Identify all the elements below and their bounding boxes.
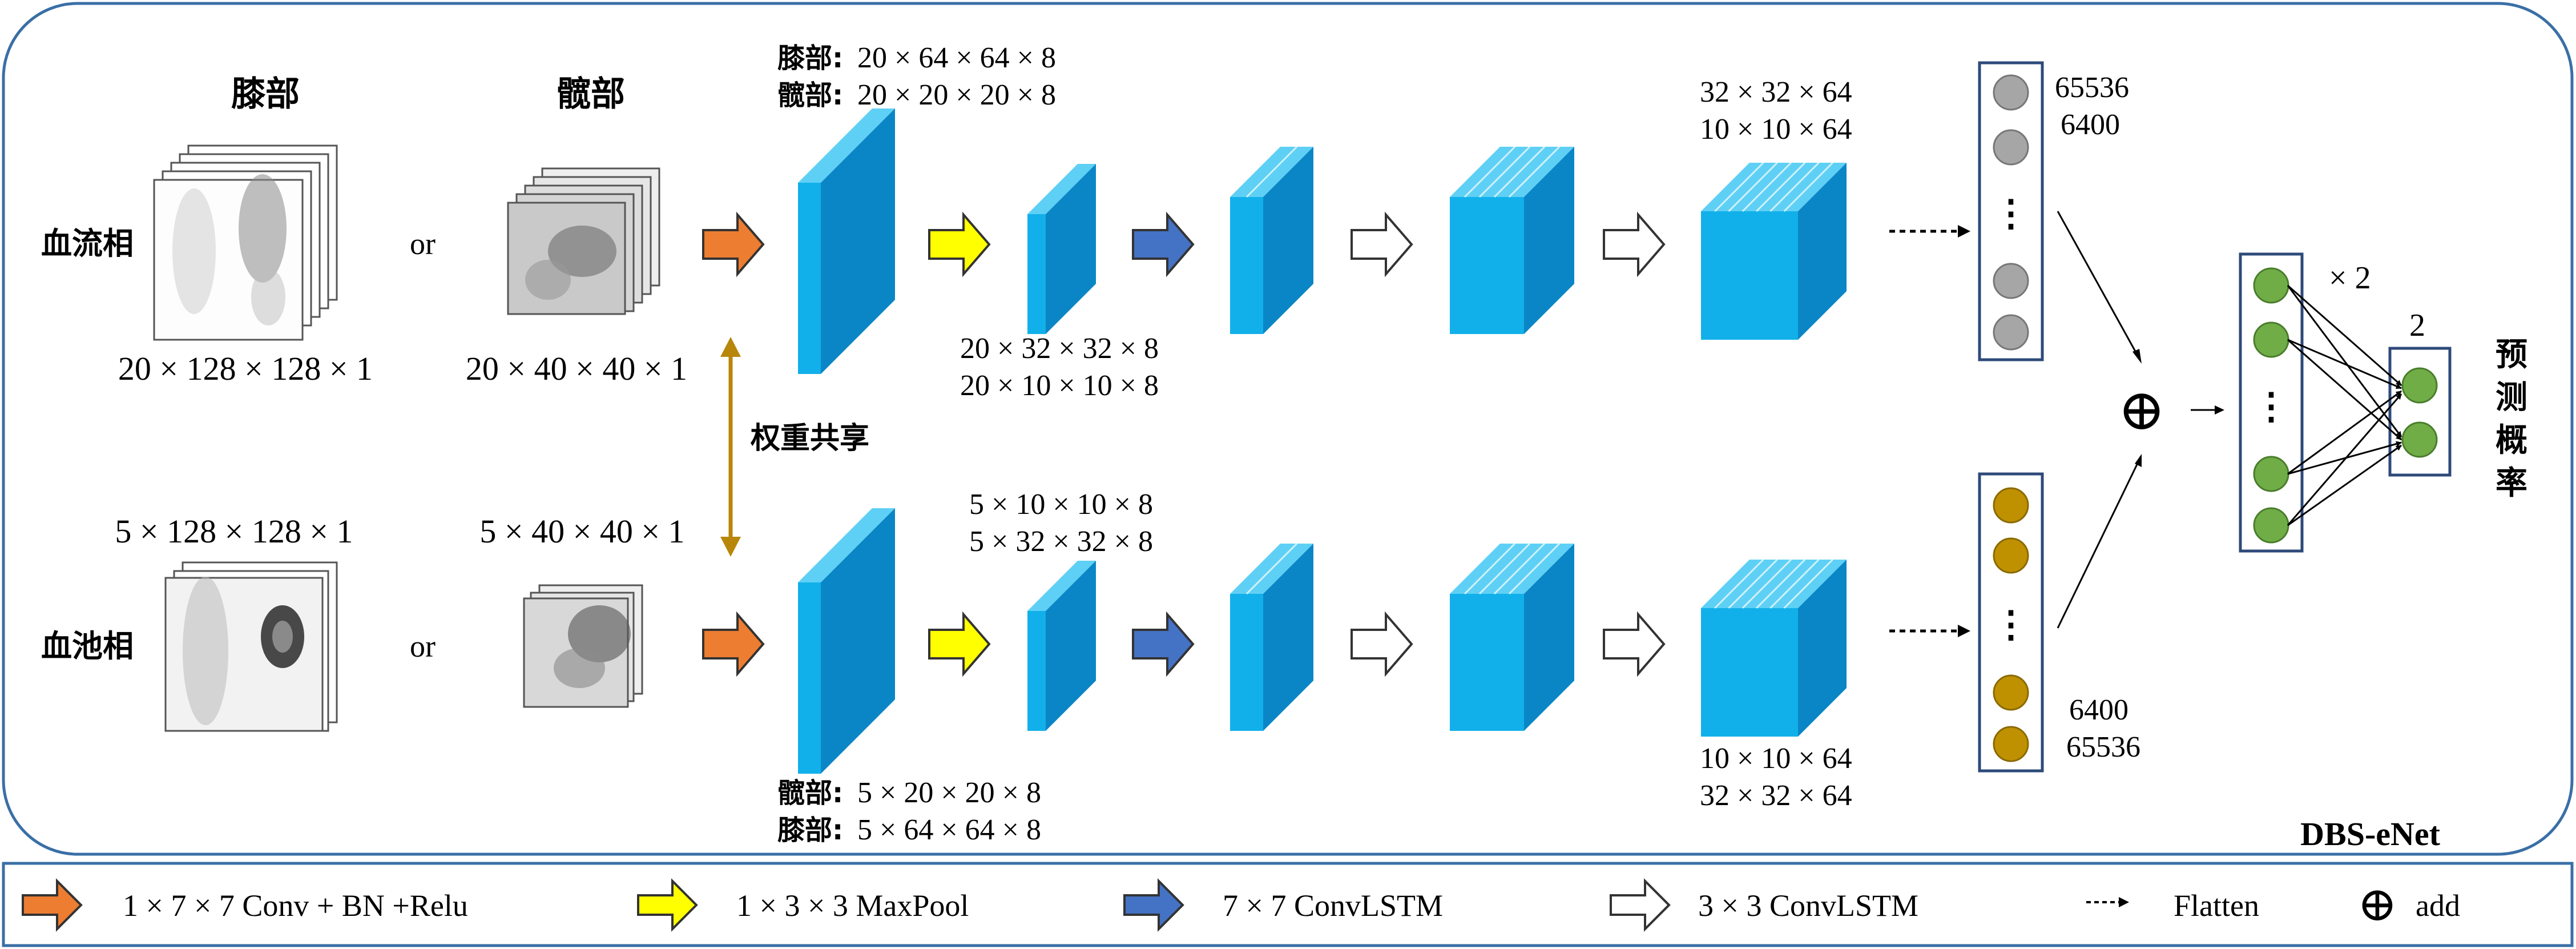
legend-flatten-label: Flatten bbox=[2174, 888, 2259, 923]
upper-convlstm3-arrow-2 bbox=[1603, 211, 1666, 278]
legend-conv-label: 1 × 7 × 7 Conv + BN +Relu bbox=[123, 888, 468, 923]
upper-pool-shape-2: 20 × 10 × 10 × 8 bbox=[960, 369, 1159, 402]
upper-conv-knee-shape: 20 × 64 × 64 × 8 bbox=[857, 42, 1056, 74]
lower-pool-block bbox=[1027, 561, 1096, 731]
upper-conv-block bbox=[798, 108, 895, 374]
or-text-bottom: or bbox=[410, 629, 436, 664]
lower-convlstm3-arrow-2 bbox=[1603, 611, 1666, 677]
lower-conv-knee-shape: 5 × 64 × 64 × 8 bbox=[857, 814, 1041, 846]
output-label-char: 预 bbox=[2496, 336, 2527, 373]
legend-frame bbox=[2, 862, 2574, 947]
pool-hip-shape: 5 × 40 × 40 × 1 bbox=[479, 513, 684, 550]
add-to-dense-arrowhead bbox=[2215, 405, 2224, 415]
upper-vector-dots: ⋮ bbox=[1993, 193, 2029, 234]
main-frame bbox=[2, 2, 2574, 856]
hip-header: 髋部 bbox=[557, 74, 625, 114]
legend-conv-arrow bbox=[22, 878, 83, 932]
lower-maxpool-arrow bbox=[928, 611, 991, 677]
lower-flat-2: 65536 bbox=[2066, 731, 2140, 763]
upper-conv-hip-prefix: 髋部: bbox=[777, 79, 843, 111]
svg-text:预测概率: 预测概率 bbox=[2496, 336, 2527, 502]
legend-convlstm3-label: 3 × 3 ConvLSTM bbox=[1698, 888, 1918, 923]
upper-convlstm3-arrow-1 bbox=[1351, 211, 1413, 278]
lower-pool-shape-1: 5 × 10 × 10 × 8 bbox=[969, 488, 1153, 521]
output-count: 2 bbox=[2409, 308, 2425, 343]
legend-maxpool-arrow bbox=[637, 878, 698, 932]
pool-hip-image-stack bbox=[523, 584, 643, 708]
lower-convlstm3-block-1 bbox=[1450, 542, 1574, 731]
upper-pool-shape-1: 20 × 32 × 32 × 8 bbox=[960, 332, 1159, 365]
legend-add-label: add bbox=[2416, 888, 2460, 923]
knee-header: 膝部 bbox=[231, 74, 300, 114]
upper-flatten-vector bbox=[1978, 61, 2044, 361]
legend-convlstm7-arrow bbox=[1123, 878, 1184, 932]
lower-conv-knee-prefix: 膝部: bbox=[777, 814, 843, 846]
legend-flatten-arrow bbox=[2086, 897, 2129, 907]
legend-maxpool-label: 1 × 3 × 3 MaxPool bbox=[736, 888, 969, 923]
dense-times-two: × 2 bbox=[2329, 260, 2371, 296]
upper-maxpool-arrow bbox=[928, 211, 991, 278]
lower-conv-block bbox=[798, 508, 895, 774]
lower-flatten-arrow bbox=[1889, 625, 1970, 637]
pool-knee-shape: 5 × 128 × 128 × 1 bbox=[115, 513, 353, 550]
legend-convlstm3-arrow bbox=[1610, 878, 1671, 932]
upper-flatten-arrow bbox=[1889, 225, 1970, 238]
upper-to-add-arrowhead bbox=[2132, 349, 2142, 364]
weight-share-arrow bbox=[720, 337, 741, 557]
flow-hip-image-stack bbox=[507, 167, 660, 315]
dense-output-connections bbox=[2287, 284, 2402, 526]
add-node: ⊕ bbox=[2118, 379, 2166, 442]
lower-pool-shape-2: 5 × 32 × 32 × 8 bbox=[969, 525, 1153, 558]
lower-convlstm3-block-2 bbox=[1701, 558, 1847, 737]
network-title: DBS-eNet bbox=[2300, 815, 2441, 853]
weight-share-label: 权重共享 bbox=[750, 421, 869, 456]
lower-flatten-vector bbox=[1978, 472, 2044, 773]
upper-lstm-shape-1: 32 × 32 × 64 bbox=[1700, 76, 1852, 108]
lower-vector-dots: ⋮ bbox=[1993, 604, 2029, 645]
upper-pool-block bbox=[1027, 164, 1096, 334]
flow-knee-image-stack bbox=[153, 144, 338, 341]
upper-lstm-shape-2: 10 × 10 × 64 bbox=[1700, 113, 1852, 146]
legend-convlstm7-label: 7 × 7 ConvLSTM bbox=[1223, 888, 1443, 923]
or-text-top: or bbox=[410, 227, 436, 261]
lower-conv-arrow bbox=[702, 611, 765, 677]
flow-phase-label: 血流相 bbox=[41, 226, 134, 262]
flow-knee-shape: 20 × 128 × 128 × 1 bbox=[118, 350, 373, 387]
lower-convlstm3-arrow-1 bbox=[1351, 611, 1413, 677]
upper-convlstm7-arrow bbox=[1132, 211, 1195, 278]
output-layer bbox=[2388, 347, 2452, 477]
lower-conv-hip-shape: 5 × 20 × 20 × 8 bbox=[857, 777, 1041, 809]
pool-phase-label: 血池相 bbox=[41, 628, 134, 664]
lower-conv-hip-prefix: 髋部: bbox=[777, 777, 843, 809]
upper-to-add-line bbox=[2057, 211, 2140, 359]
lower-flat-1: 6400 bbox=[2069, 694, 2128, 726]
upper-conv-arrow bbox=[702, 211, 765, 278]
dense-layer bbox=[2239, 252, 2304, 553]
lower-to-add-arrowhead bbox=[2135, 454, 2142, 467]
upper-flat-1: 65536 bbox=[2055, 71, 2129, 104]
output-label-vertical: 预测概率 bbox=[2496, 336, 2527, 502]
legend-add-icon: ⊕ bbox=[2357, 878, 2397, 931]
upper-conv-hip-shape: 20 × 20 × 20 × 8 bbox=[857, 79, 1056, 111]
upper-conv-knee-prefix: 膝部: bbox=[777, 42, 843, 74]
lower-lstm-shape-1: 10 × 10 × 64 bbox=[1700, 742, 1852, 775]
output-label-char: 概 bbox=[2496, 422, 2527, 459]
upper-convlstm7-block bbox=[1230, 146, 1313, 334]
pool-knee-image-stack bbox=[164, 561, 338, 732]
upper-convlstm3-block-1 bbox=[1450, 146, 1574, 334]
lower-to-add-line bbox=[2057, 459, 2140, 629]
dense-dots: ⋮ bbox=[2253, 386, 2289, 427]
lower-convlstm7-arrow bbox=[1132, 611, 1195, 677]
lower-lstm-shape-2: 32 × 32 × 64 bbox=[1700, 779, 1852, 812]
output-label-char: 测 bbox=[2496, 379, 2527, 416]
output-label-char: 率 bbox=[2496, 465, 2527, 502]
upper-flat-2: 6400 bbox=[2061, 108, 2120, 141]
upper-convlstm3-block-2 bbox=[1701, 162, 1847, 340]
lower-convlstm7-block bbox=[1230, 542, 1313, 731]
flow-hip-shape: 20 × 40 × 40 × 1 bbox=[466, 350, 687, 387]
